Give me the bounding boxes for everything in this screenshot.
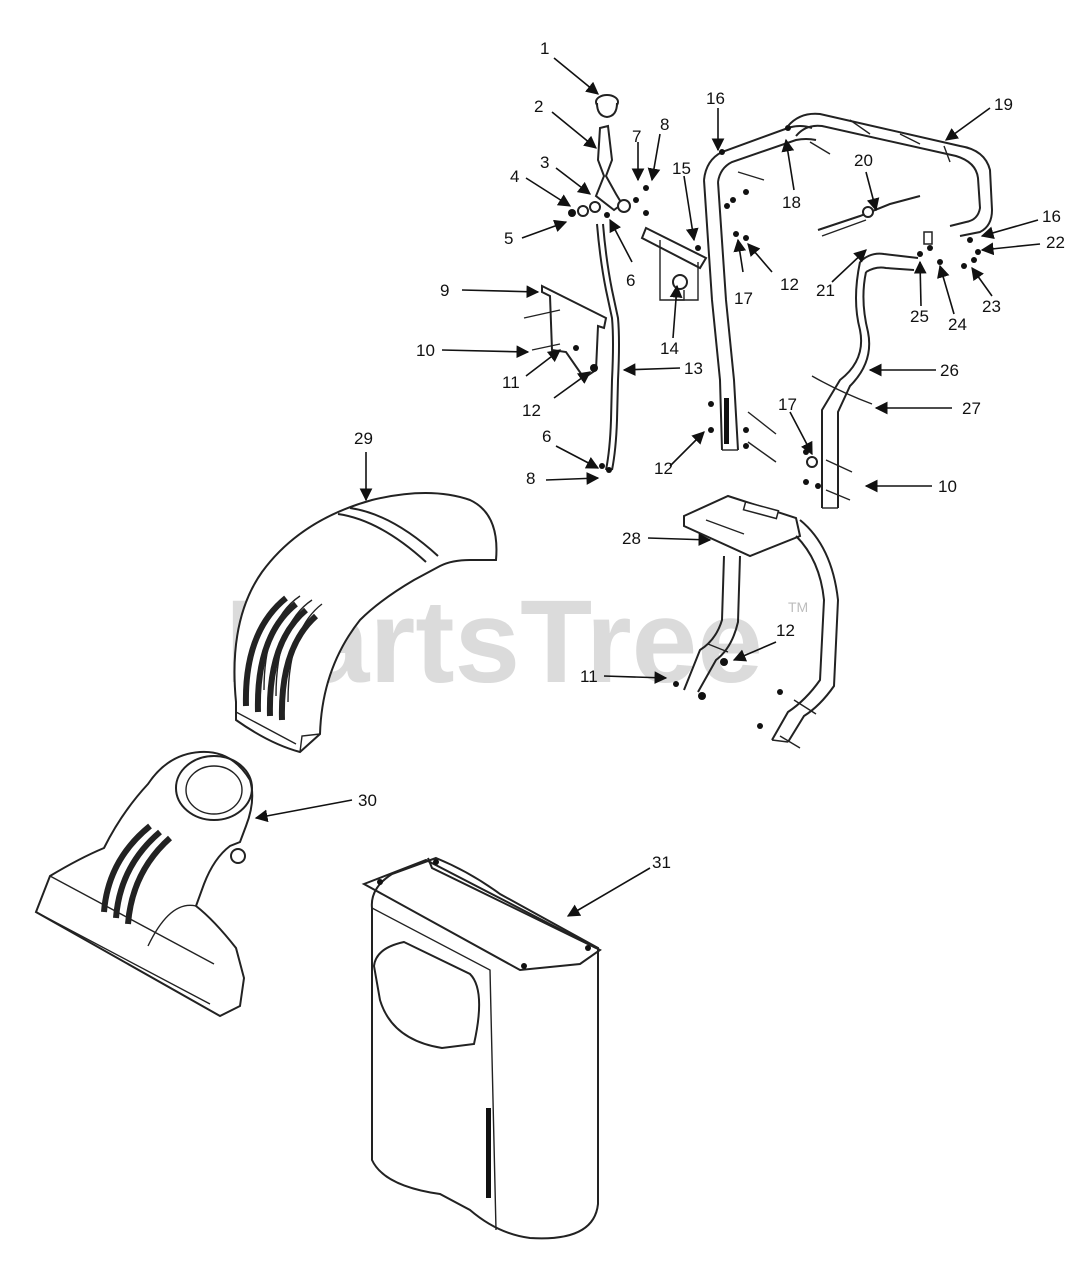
- callout-6: 6: [626, 271, 635, 290]
- callout-19: 19: [994, 95, 1013, 114]
- hardware-lower-frame: [673, 643, 817, 749]
- callout-15: 15: [672, 159, 691, 178]
- part-blower-housing: [233, 492, 498, 754]
- part-upper-handle: [787, 112, 994, 237]
- part-knob: [595, 94, 619, 119]
- callout-29: 29: [354, 429, 373, 448]
- hardware-right-handle: [803, 237, 981, 501]
- part-bracket: [523, 284, 608, 380]
- callout-4: 4: [510, 167, 519, 186]
- hardware-lever-pivot: [568, 185, 649, 473]
- callout-10-b: 10: [938, 477, 957, 496]
- watermark-trademark: TM: [788, 599, 808, 615]
- callout-8: 8: [660, 115, 669, 134]
- part-housing-vents: [242, 595, 319, 721]
- callout-26: 26: [940, 361, 959, 380]
- callout-31: 31: [652, 853, 671, 872]
- callout-21: 21: [816, 281, 835, 300]
- part-bag: [361, 856, 602, 1240]
- part-lower-frame: [683, 494, 840, 743]
- part-left-handle: [703, 125, 817, 451]
- callout-11: 11: [502, 373, 520, 392]
- callout-22: 22: [1046, 233, 1065, 252]
- callout-18: 18: [782, 193, 801, 212]
- callout-16-b: 16: [1042, 207, 1061, 226]
- callout-28: 28: [622, 529, 641, 548]
- callout-12-c: 12: [654, 459, 673, 478]
- callout-2: 2: [534, 97, 543, 116]
- callout-14: 14: [660, 339, 679, 358]
- callout-3: 3: [540, 153, 549, 172]
- callout-25: 25: [910, 307, 929, 326]
- callout-24: 24: [948, 315, 967, 334]
- part-shift-rod: [596, 223, 620, 471]
- callout-11-b: 11: [580, 667, 598, 686]
- part-right-handle: [811, 231, 933, 509]
- callout-17: 17: [734, 289, 753, 308]
- leader-arrows: [254, 57, 1041, 917]
- part-shift-lever: [594, 124, 631, 213]
- callout-20: 20: [854, 151, 873, 170]
- callout-10: 10: [416, 341, 435, 360]
- callout-numbers: 1 2 3 4 5 6 7 8 9 10 11 12 13 14 15 16 1…: [354, 39, 1065, 872]
- callout-1: 1: [540, 39, 549, 58]
- callout-5: 5: [504, 229, 513, 248]
- part-chute-vents: [101, 823, 173, 925]
- part-cable: [817, 195, 921, 237]
- callout-6-b: 6: [542, 427, 551, 446]
- callout-27: 27: [962, 399, 981, 418]
- callout-13: 13: [684, 359, 703, 378]
- callout-23: 23: [982, 297, 1001, 316]
- callout-7: 7: [632, 127, 641, 146]
- callout-8-b: 8: [526, 469, 535, 488]
- callout-16: 16: [706, 89, 725, 108]
- callout-12-b: 12: [780, 275, 799, 294]
- callout-9: 9: [440, 281, 449, 300]
- callout-30: 30: [358, 791, 377, 810]
- callout-12: 12: [522, 401, 541, 420]
- part-chute: [34, 750, 254, 1018]
- callout-12-d: 12: [776, 621, 795, 640]
- part-plate: [640, 226, 708, 301]
- callout-17-b: 17: [778, 395, 797, 414]
